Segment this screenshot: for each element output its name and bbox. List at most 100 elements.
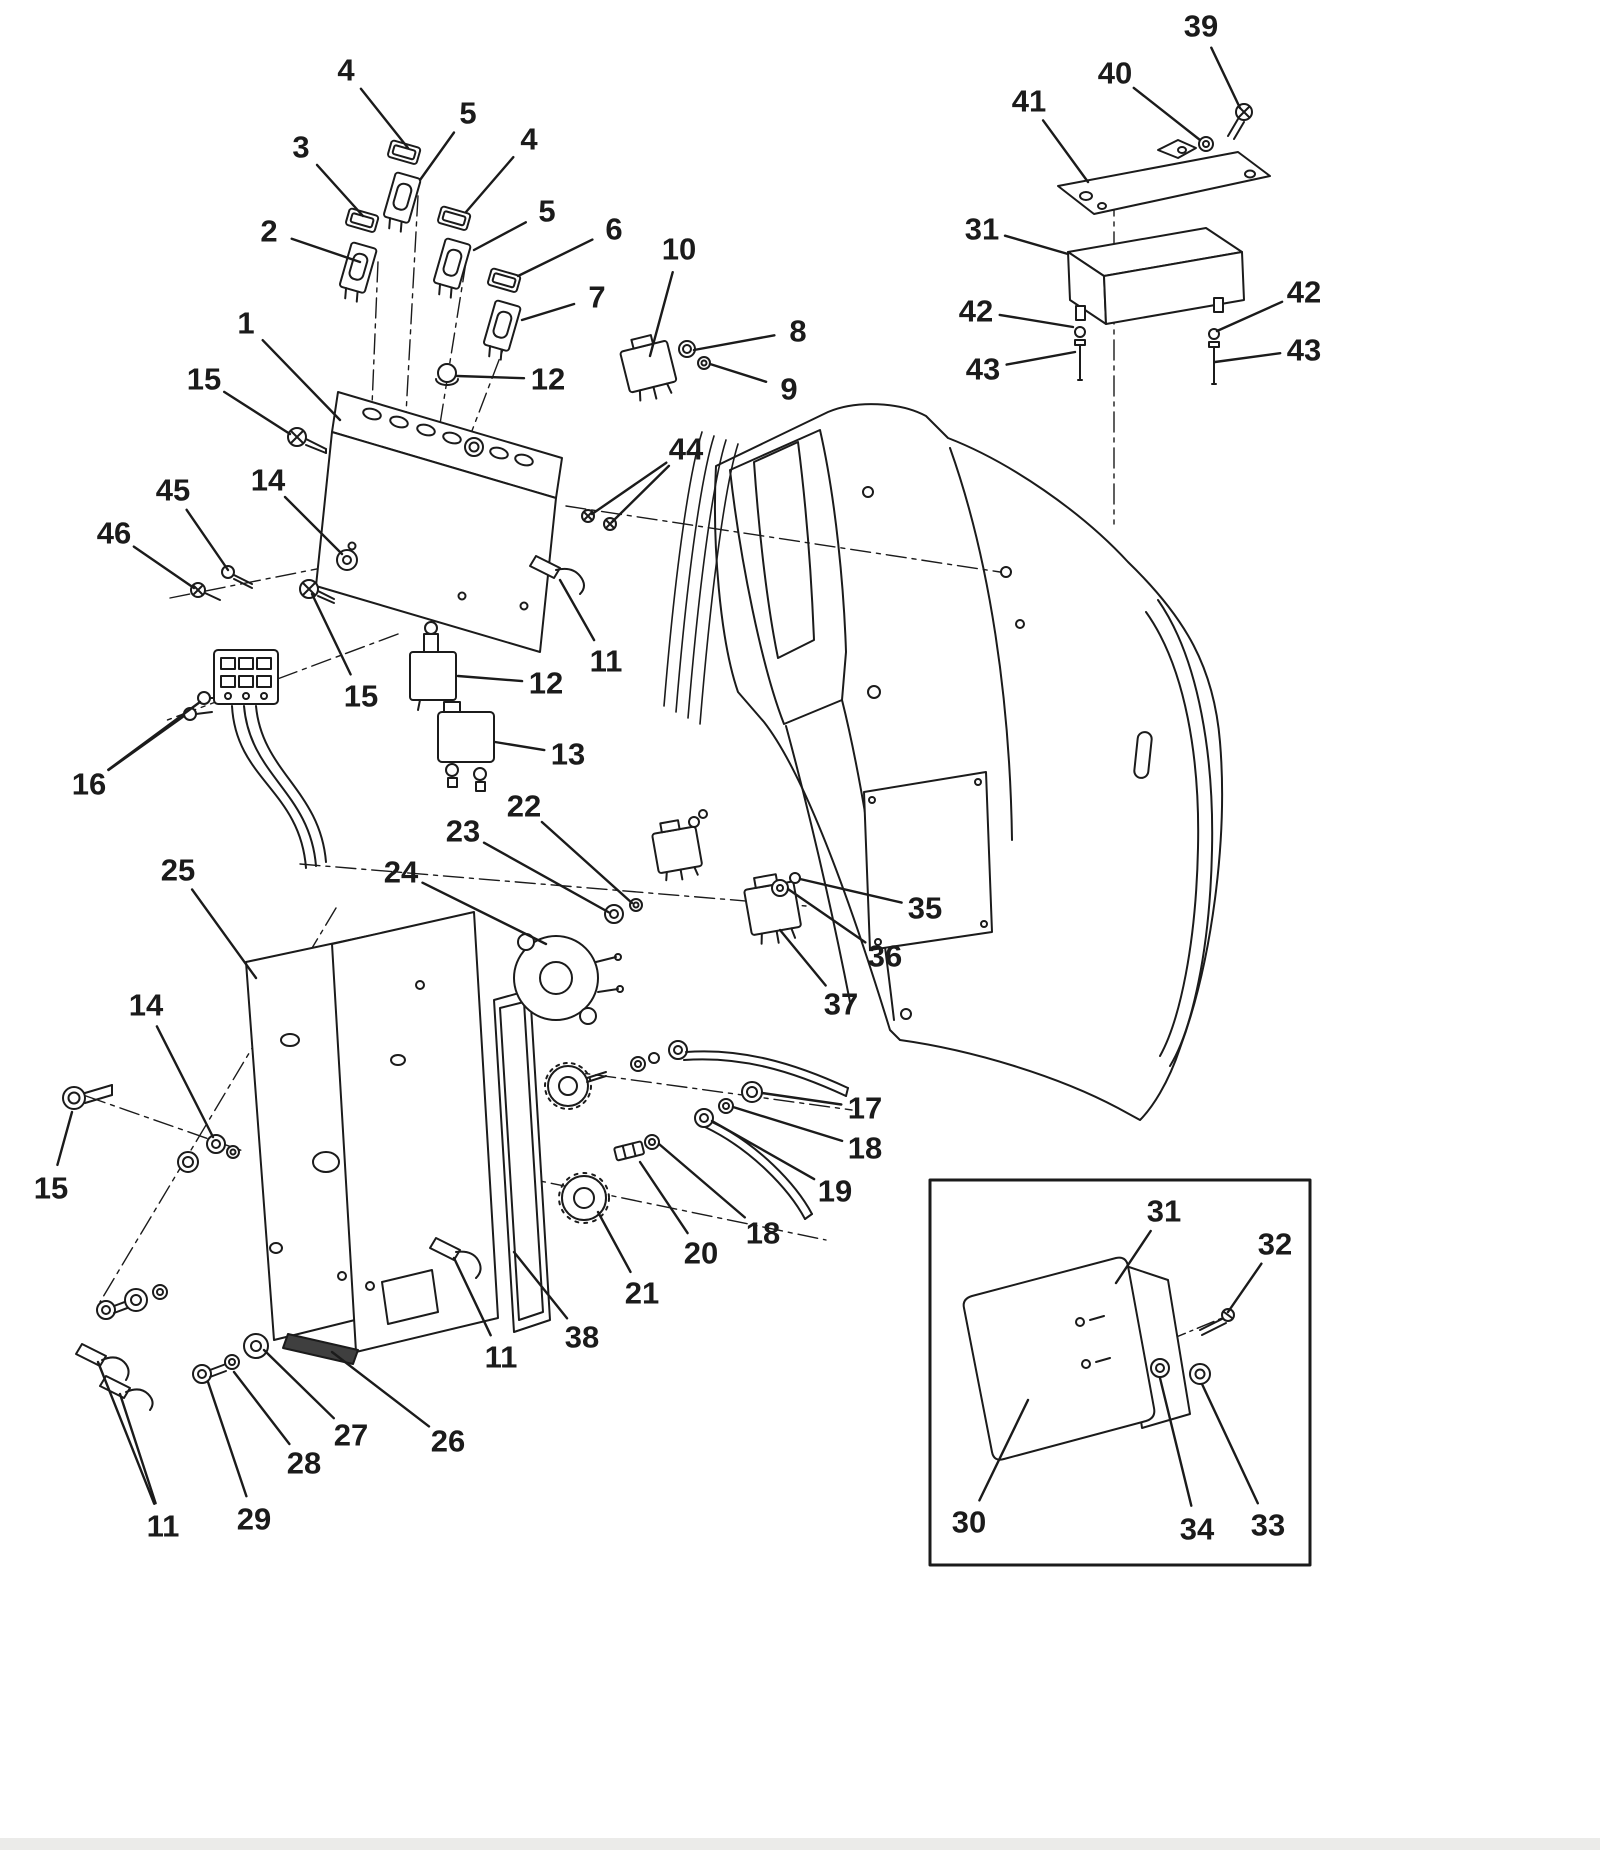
leader-line xyxy=(456,674,524,683)
housing-panel-recess xyxy=(863,771,993,951)
switch-cap xyxy=(487,267,522,293)
leader-line xyxy=(330,1350,431,1428)
callout-number-14: 14 xyxy=(251,463,286,498)
cable-bundle xyxy=(663,431,739,725)
stud xyxy=(613,1140,645,1162)
callout-number-41: 41 xyxy=(1012,84,1046,119)
leader-line xyxy=(610,464,671,524)
leader-line xyxy=(638,1160,689,1235)
washer xyxy=(224,1354,240,1370)
callout-number-31: 31 xyxy=(1147,1194,1181,1229)
callout-number-3: 3 xyxy=(292,130,309,165)
callout-number-25: 25 xyxy=(161,853,195,888)
leader-line xyxy=(418,131,456,182)
washer xyxy=(124,1288,148,1312)
callout-number-38: 38 xyxy=(565,1320,599,1355)
solenoid-and-relays xyxy=(513,809,802,1025)
washer xyxy=(789,872,801,884)
callout-number-1: 1 xyxy=(237,306,254,341)
leader-line xyxy=(710,1119,816,1181)
washer xyxy=(1150,1358,1170,1378)
leader-line xyxy=(132,545,196,590)
callout-number-32: 32 xyxy=(1258,1227,1292,1262)
callout-number-6: 6 xyxy=(605,212,622,247)
terminal-hardware xyxy=(544,1040,849,1224)
callout-number-18: 18 xyxy=(848,1131,882,1166)
leader-line xyxy=(472,221,527,252)
detail-inset xyxy=(928,1178,1312,1567)
callout-number-27: 27 xyxy=(334,1418,368,1453)
circuit-breakers xyxy=(409,621,495,792)
washer xyxy=(604,904,624,924)
front-mount-panel xyxy=(331,911,499,1353)
washer xyxy=(206,1134,226,1154)
callout-number-20: 20 xyxy=(684,1236,718,1271)
leader-line xyxy=(222,390,292,436)
leader-line xyxy=(590,461,668,516)
leader-line xyxy=(107,700,202,771)
ring-terminal xyxy=(1189,1363,1211,1385)
leader-line xyxy=(692,334,776,352)
relay-module xyxy=(1067,227,1245,325)
center-lines-over xyxy=(565,505,1001,573)
leader-line xyxy=(56,1110,74,1167)
relay xyxy=(651,819,703,882)
bottom-edge-strip xyxy=(0,1838,1600,1850)
relay xyxy=(743,873,802,945)
stud-knob xyxy=(561,1175,607,1221)
rocker-switch xyxy=(483,299,522,361)
leader-line xyxy=(1158,1376,1193,1507)
leader-line xyxy=(359,87,410,150)
bolt xyxy=(192,1364,212,1384)
leader-line xyxy=(798,877,903,904)
washer xyxy=(644,1134,660,1150)
circuit-breaker-large xyxy=(437,701,495,792)
leader-line xyxy=(760,1091,843,1106)
leader-line xyxy=(482,841,612,915)
washer xyxy=(152,1284,168,1300)
callout-number-26: 26 xyxy=(431,1424,465,1459)
leader-line xyxy=(1226,1262,1263,1314)
rocker-switch xyxy=(433,237,472,299)
callout-number-4: 4 xyxy=(520,122,538,157)
callout-number-43: 43 xyxy=(966,352,1000,387)
callout-number-12: 12 xyxy=(531,362,565,397)
callout-number-24: 24 xyxy=(384,855,419,890)
leader-line xyxy=(290,237,362,264)
machine-housing xyxy=(714,403,1224,1121)
leader-line xyxy=(657,1142,746,1219)
screw xyxy=(221,565,235,579)
leader-line xyxy=(1005,350,1077,366)
washer xyxy=(629,898,643,912)
leader-line xyxy=(1213,352,1282,364)
callout-number-11: 11 xyxy=(147,1509,180,1544)
bracket-assembly xyxy=(1057,103,1271,385)
callout-number-42: 42 xyxy=(959,294,993,329)
bolt xyxy=(96,1300,116,1320)
stud-knob xyxy=(547,1065,589,1107)
wire-connector xyxy=(183,649,327,869)
switch-cap xyxy=(387,139,422,165)
callout-number-28: 28 xyxy=(287,1446,321,1481)
leader-line xyxy=(493,740,546,752)
callout-number-16: 16 xyxy=(72,767,106,802)
leader-line xyxy=(1132,86,1202,142)
callout-number-42: 42 xyxy=(1287,275,1321,310)
housing-handle-slot xyxy=(1133,731,1153,779)
leader-line xyxy=(283,495,344,556)
callout-number-18: 18 xyxy=(746,1216,780,1251)
leader-line xyxy=(261,339,342,422)
switch-cap xyxy=(345,207,380,233)
leader-line xyxy=(1200,1382,1260,1505)
leader-line xyxy=(1003,234,1070,256)
relay-upper xyxy=(619,334,711,402)
pad-strip xyxy=(282,1333,359,1365)
callout-number-8: 8 xyxy=(789,314,806,349)
leader-line xyxy=(155,1025,215,1139)
nut xyxy=(678,340,696,358)
callout-number-34: 34 xyxy=(1180,1512,1215,1547)
callout-number-2: 2 xyxy=(260,214,277,249)
